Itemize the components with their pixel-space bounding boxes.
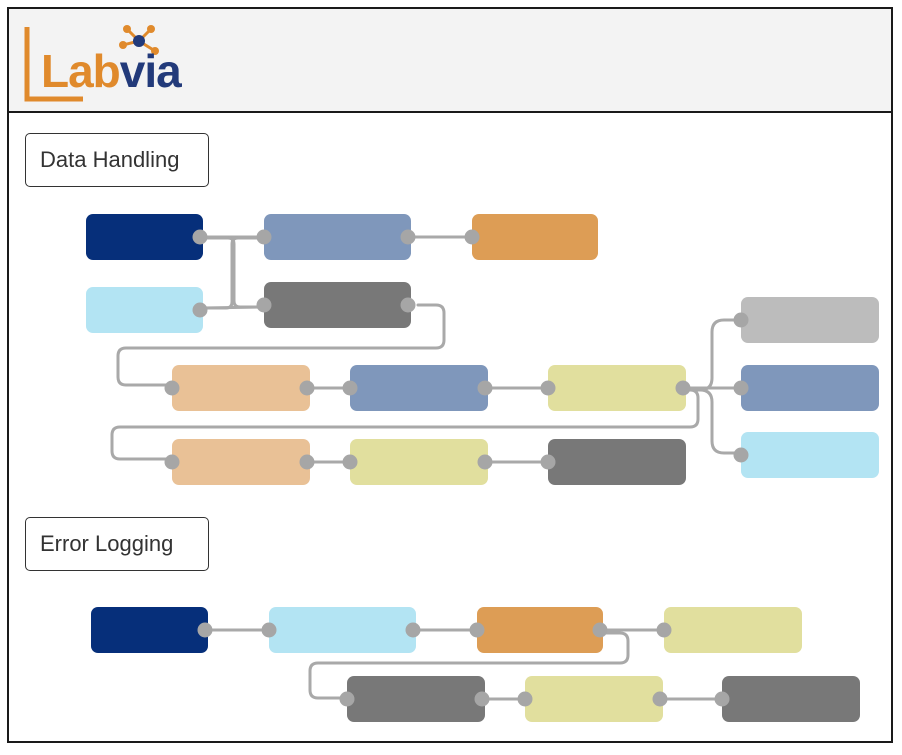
input-port-el-3[interactable] xyxy=(469,622,485,638)
node-dh-12[interactable] xyxy=(172,439,310,485)
output-port-dh-12[interactable] xyxy=(299,454,315,470)
wire-dh-8-to-dh-11 xyxy=(683,388,743,455)
node-dh-5[interactable] xyxy=(472,214,598,260)
node-dh-13[interactable] xyxy=(350,439,488,485)
output-port-dh-2[interactable] xyxy=(192,302,208,318)
molecule-icon xyxy=(119,25,159,55)
node-el-7[interactable] xyxy=(722,676,860,722)
wire-el-3-to-el-5 xyxy=(308,631,630,700)
input-port-dh-7[interactable] xyxy=(342,380,358,396)
header-bar: Labvia xyxy=(9,9,891,113)
wires-layer xyxy=(110,235,743,701)
node-dh-2[interactable] xyxy=(86,287,203,333)
input-port-dh-14[interactable] xyxy=(540,454,556,470)
wire-dh-4-to-dh-6 xyxy=(116,303,446,387)
node-el-6[interactable] xyxy=(525,676,663,722)
input-port-dh-3[interactable] xyxy=(256,229,272,245)
node-el-5[interactable] xyxy=(347,676,485,722)
output-port-dh-3[interactable] xyxy=(400,229,416,245)
output-port-el-5[interactable] xyxy=(474,691,490,707)
output-port-el-6[interactable] xyxy=(652,691,668,707)
node-dh-11[interactable] xyxy=(741,432,879,478)
input-port-dh-4[interactable] xyxy=(256,297,272,313)
output-port-dh-8[interactable] xyxy=(675,380,691,396)
node-dh-14[interactable] xyxy=(548,439,686,485)
output-port-dh-6[interactable] xyxy=(299,380,315,396)
logo-wordmark-via: via xyxy=(119,45,182,97)
node-dh-6[interactable] xyxy=(172,365,310,411)
input-port-dh-9[interactable] xyxy=(733,312,749,328)
node-dh-9[interactable] xyxy=(741,297,879,343)
logo-graphic xyxy=(24,25,159,102)
node-el-4[interactable] xyxy=(664,607,802,653)
node-el-3[interactable] xyxy=(477,607,603,653)
output-port-dh-1[interactable] xyxy=(192,229,208,245)
ports-layer xyxy=(164,229,749,707)
node-dh-4[interactable] xyxy=(264,282,411,328)
input-port-dh-5[interactable] xyxy=(464,229,480,245)
input-port-dh-11[interactable] xyxy=(733,447,749,463)
node-dh-1[interactable] xyxy=(86,214,203,260)
node-dh-7[interactable] xyxy=(350,365,488,411)
wire-dh-2-to-dh-4 xyxy=(201,305,266,310)
nodes-layer xyxy=(86,214,879,722)
node-el-2[interactable] xyxy=(269,607,416,653)
input-port-dh-12[interactable] xyxy=(164,454,180,470)
node-el-1[interactable] xyxy=(91,607,208,653)
wire-dh-8-to-dh-12 xyxy=(110,388,700,461)
section-label-data-handling: Data Handling xyxy=(25,133,209,187)
output-port-el-1[interactable] xyxy=(197,622,213,638)
input-port-el-4[interactable] xyxy=(656,622,672,638)
wire-dh-2-to-dh-3 xyxy=(201,236,266,310)
logo-wordmark: Labvia xyxy=(41,45,182,97)
input-port-el-7[interactable] xyxy=(714,691,730,707)
output-port-dh-7[interactable] xyxy=(477,380,493,396)
input-port-el-6[interactable] xyxy=(517,691,533,707)
input-port-dh-10[interactable] xyxy=(733,380,749,396)
node-dh-3[interactable] xyxy=(264,214,411,260)
output-port-dh-13[interactable] xyxy=(477,454,493,470)
labvia-logo: Labvia xyxy=(23,19,193,103)
output-port-el-3[interactable] xyxy=(592,622,608,638)
section-label-error-logging: Error Logging xyxy=(25,517,209,571)
output-port-dh-4[interactable] xyxy=(400,297,416,313)
wire-dh-8-to-dh-9 xyxy=(683,318,743,392)
input-port-dh-6[interactable] xyxy=(164,380,180,396)
output-port-el-2[interactable] xyxy=(405,622,421,638)
logo-wordmark-lab: Lab xyxy=(41,45,121,97)
input-port-el-2[interactable] xyxy=(261,622,277,638)
input-port-el-5[interactable] xyxy=(339,691,355,707)
node-dh-10[interactable] xyxy=(741,365,879,411)
node-dh-8[interactable] xyxy=(548,365,686,411)
input-port-dh-8[interactable] xyxy=(540,380,556,396)
input-port-dh-13[interactable] xyxy=(342,454,358,470)
